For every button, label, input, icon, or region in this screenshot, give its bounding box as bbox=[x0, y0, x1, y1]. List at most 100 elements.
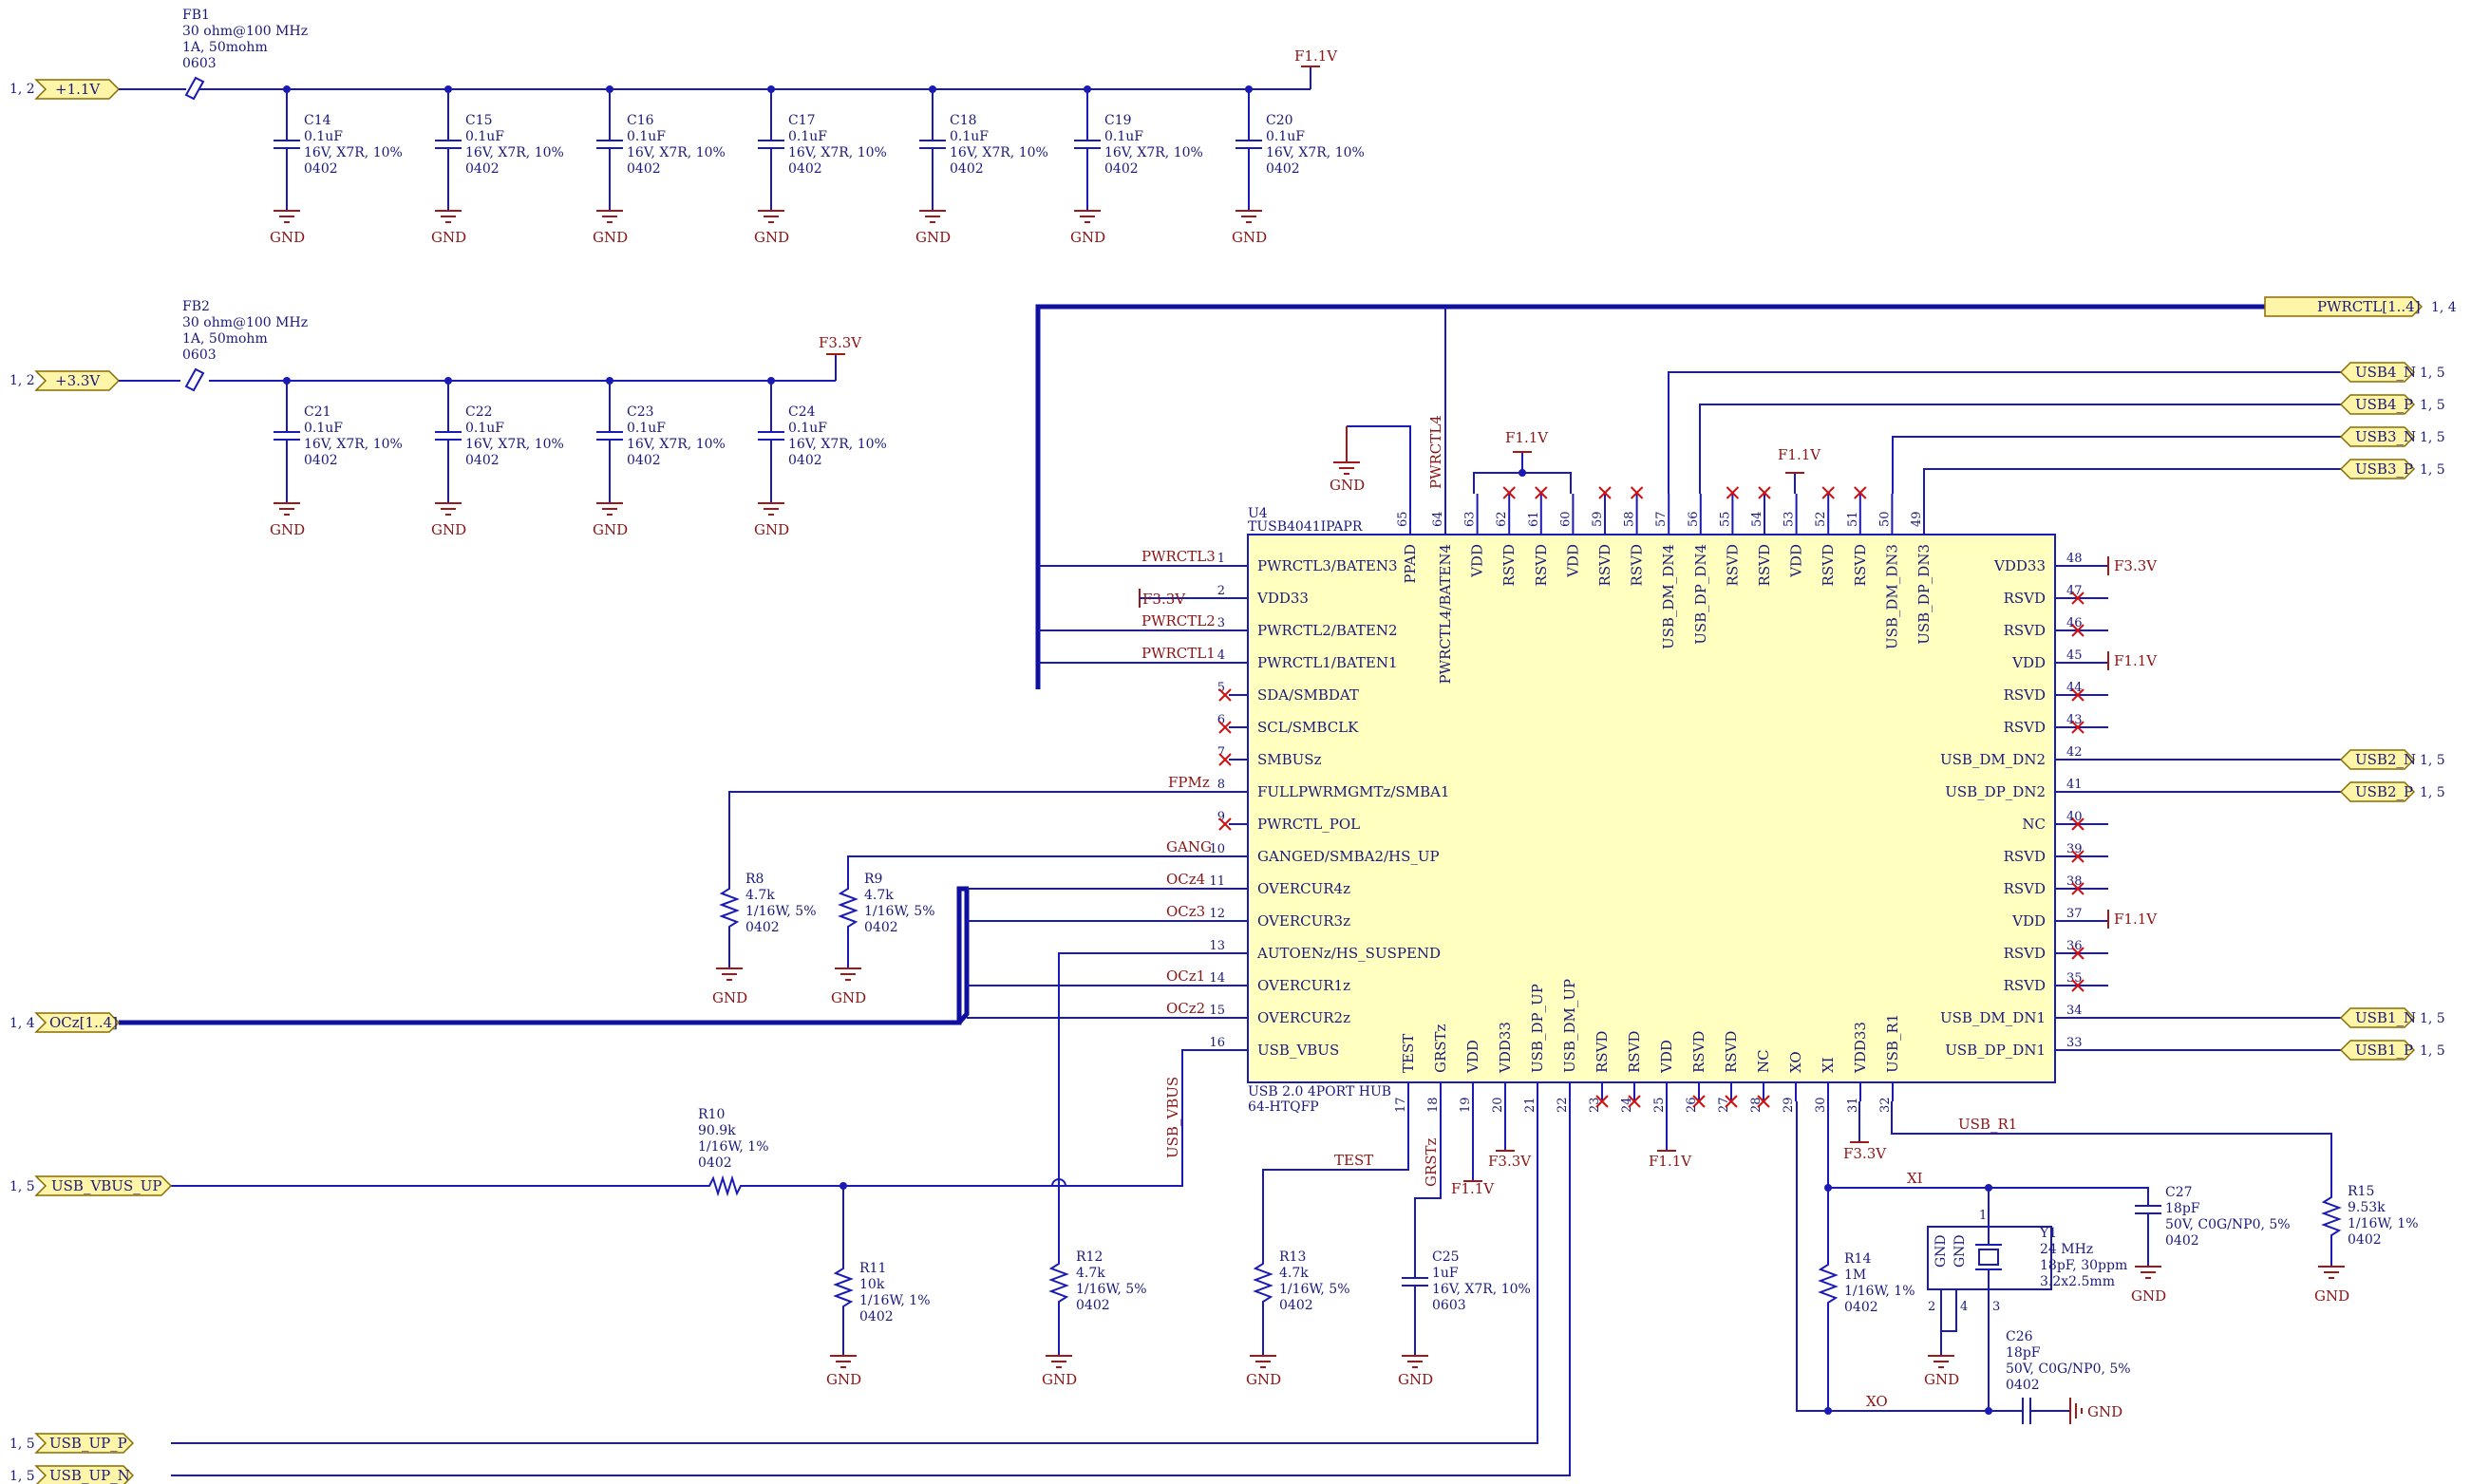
svg-text:USB3_N: USB3_N bbox=[2355, 428, 2416, 445]
svg-text:C27: C27 bbox=[2165, 1185, 2193, 1200]
svg-text:C16: C16 bbox=[627, 113, 654, 128]
svg-text:F3.3V: F3.3V bbox=[2114, 557, 2158, 574]
port-usb1n[interactable]: USB1_N 1, 5 bbox=[2339, 1007, 2445, 1028]
svg-text:GND: GND bbox=[826, 1371, 861, 1388]
svg-text:42: 42 bbox=[2066, 745, 2083, 760]
svg-text:21: 21 bbox=[1523, 1097, 1537, 1113]
svg-text:USB_DM_UP: USB_DM_UP bbox=[1561, 979, 1578, 1073]
svg-text:16V, X7R, 10%: 16V, X7R, 10% bbox=[304, 145, 403, 160]
svg-text:1, 5: 1, 5 bbox=[9, 1469, 35, 1484]
svg-text:OVERCUR3z: OVERCUR3z bbox=[1257, 912, 1350, 930]
svg-text:XO: XO bbox=[1787, 1051, 1804, 1073]
port-vbus[interactable]: 1, 5 USB_VBUS_UP bbox=[9, 1175, 173, 1196]
svg-text:F1.1V: F1.1V bbox=[1451, 1180, 1495, 1197]
svg-text:1, 2: 1, 2 bbox=[9, 82, 35, 97]
svg-text:35: 35 bbox=[2066, 971, 2083, 986]
svg-text:USB1_P: USB1_P bbox=[2355, 1042, 2413, 1059]
port-p33[interactable]: 1, 2 +3.3V bbox=[9, 370, 121, 391]
port-usb1p[interactable]: USB1_P 1, 5 bbox=[2339, 1040, 2445, 1061]
svg-text:U4: U4 bbox=[1248, 506, 1268, 521]
svg-text:FULLPWRMGMTz/SMBA1: FULLPWRMGMTz/SMBA1 bbox=[1257, 783, 1449, 800]
svg-text:12: 12 bbox=[1209, 907, 1225, 921]
svg-text:4.7k: 4.7k bbox=[1076, 1266, 1105, 1281]
svg-text:GND: GND bbox=[831, 989, 866, 1006]
svg-text:0.1uF: 0.1uF bbox=[465, 421, 504, 436]
svg-text:RSVD: RSVD bbox=[2004, 590, 2046, 607]
svg-text:60: 60 bbox=[1558, 511, 1573, 527]
port-usb3p[interactable]: USB3_P 1, 5 bbox=[2339, 459, 2445, 479]
svg-text:VDD: VDD bbox=[1658, 1040, 1675, 1074]
svg-text:F1.1V: F1.1V bbox=[2114, 652, 2158, 669]
svg-text:4.7k: 4.7k bbox=[745, 888, 775, 903]
svg-text:0.1uF: 0.1uF bbox=[788, 129, 827, 144]
svg-text:PWRCTL1: PWRCTL1 bbox=[1141, 645, 1216, 662]
svg-text:RSVD: RSVD bbox=[1820, 544, 1837, 586]
svg-text:OVERCUR4z: OVERCUR4z bbox=[1257, 880, 1350, 897]
ic-u4: U4 TUSB4041IPAPR USB 2.0 4PORT HUB 64-HT… bbox=[1247, 506, 2056, 1115]
svg-text:R8: R8 bbox=[745, 872, 764, 887]
svg-text:GRSTz: GRSTz bbox=[1423, 1137, 1440, 1187]
svg-text:27: 27 bbox=[1717, 1097, 1731, 1113]
port-usb4n[interactable]: USB4_N 1, 5 bbox=[2339, 362, 2445, 383]
svg-text:RSVD: RSVD bbox=[2004, 945, 2046, 962]
svg-text:24 MHz: 24 MHz bbox=[2040, 1242, 2093, 1257]
resistor-r14: R14 1M 1/16W, 1% 0402 bbox=[1818, 1251, 1915, 1411]
svg-text:TUSB4041IPAPR: TUSB4041IPAPR bbox=[1248, 519, 1363, 535]
pwr-f11-53: F1.1V bbox=[1778, 446, 1821, 474]
svg-text:0603: 0603 bbox=[182, 56, 217, 71]
svg-text:0402: 0402 bbox=[1279, 1298, 1313, 1313]
svg-text:90.9k: 90.9k bbox=[698, 1123, 736, 1138]
svg-text:OCz4: OCz4 bbox=[1166, 871, 1205, 888]
svg-text:1A, 50mohm: 1A, 50mohm bbox=[182, 331, 268, 347]
port-upp[interactable]: 1, 5 USB_UP_P bbox=[9, 1433, 135, 1454]
port-ocz[interactable]: 1, 4 OCz[1..4] bbox=[9, 1012, 121, 1033]
svg-text:R15: R15 bbox=[2348, 1184, 2374, 1199]
port-usb3n[interactable]: USB3_N 1, 5 bbox=[2339, 426, 2445, 447]
svg-text:24: 24 bbox=[1620, 1097, 1634, 1113]
ferrite-fb1: FB1 30 ohm@100 MHz 1A, 50mohm 0603 bbox=[180, 8, 308, 101]
svg-text:PWRCTL4/BATEN4: PWRCTL4/BATEN4 bbox=[1437, 544, 1454, 685]
svg-text:VDD: VDD bbox=[1788, 544, 1805, 578]
svg-text:PWRCTL1/BATEN1: PWRCTL1/BATEN1 bbox=[1257, 654, 1398, 671]
svg-text:RSVD: RSVD bbox=[2004, 719, 2046, 736]
svg-text:1, 5: 1, 5 bbox=[2420, 785, 2445, 800]
port-upn[interactable]: 1, 5 USB_UP_N bbox=[9, 1465, 135, 1484]
svg-text:OCz2: OCz2 bbox=[1166, 1000, 1205, 1017]
svg-text:PPAD: PPAD bbox=[1402, 544, 1419, 584]
svg-text:0402: 0402 bbox=[2006, 1378, 2040, 1393]
svg-text:3: 3 bbox=[1217, 616, 1225, 630]
port-usb2n[interactable]: USB2_N 1, 5 bbox=[2339, 749, 2445, 770]
svg-text:44: 44 bbox=[2066, 681, 2083, 695]
svg-text:1/16W, 5%: 1/16W, 5% bbox=[864, 904, 935, 919]
resistor-r15: GND R15 9.53k 1/16W, 1% 0402 bbox=[2314, 1184, 2419, 1305]
svg-text:USB_VBUS: USB_VBUS bbox=[1257, 1042, 1339, 1059]
svg-text:GRSTz: GRSTz bbox=[1432, 1024, 1449, 1073]
svg-text:0.1uF: 0.1uF bbox=[950, 129, 989, 144]
svg-text:4.7k: 4.7k bbox=[1279, 1266, 1309, 1281]
svg-text:GND: GND bbox=[593, 521, 628, 538]
port-pwrctl[interactable]: PWRCTL[1..4] 1, 4 bbox=[2264, 296, 2457, 317]
svg-text:54: 54 bbox=[1750, 511, 1764, 527]
pwr-f11-45: F1.1V bbox=[2107, 651, 2158, 670]
port-usb2p[interactable]: USB2_P 1, 5 bbox=[2339, 781, 2445, 802]
svg-text:F1.1V: F1.1V bbox=[1505, 429, 1549, 446]
port-p11[interactable]: 1, 2 +1.1V bbox=[9, 79, 121, 100]
port-usb4p[interactable]: USB4_P 1, 5 bbox=[2339, 394, 2445, 415]
svg-text:6: 6 bbox=[1217, 713, 1225, 727]
